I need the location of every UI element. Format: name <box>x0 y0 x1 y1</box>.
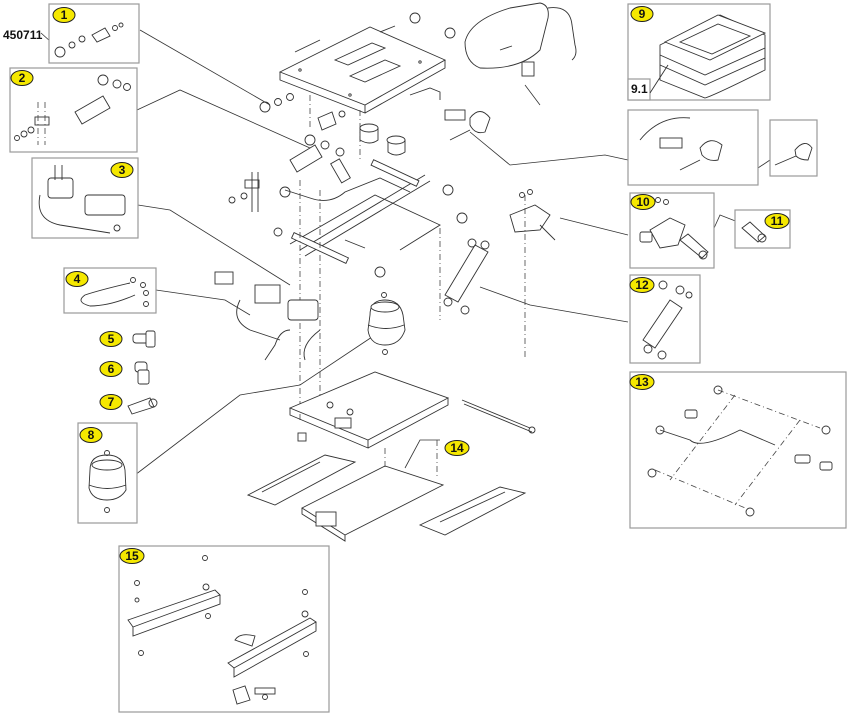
badge-label: 5 <box>108 332 115 346</box>
callout-badge-7[interactable]: 7 <box>99 394 123 410</box>
valve-assembly-upper <box>259 93 361 160</box>
height-valve-main <box>439 189 556 360</box>
leader-4 <box>155 289 251 316</box>
badge-label: 15 <box>125 549 139 563</box>
fitting-7 <box>127 397 158 415</box>
fitting-6 <box>134 361 150 385</box>
lever-valve <box>409 87 491 141</box>
sub-ref-label: 9.1 <box>631 82 648 96</box>
callout-badge-5[interactable]: 5 <box>99 331 123 347</box>
fitting-5 <box>132 330 156 348</box>
top-mounting-plate <box>278 12 456 114</box>
part-ref-label: 450711 <box>3 28 43 42</box>
badge-label: 12 <box>635 278 649 292</box>
leader-misc <box>469 131 629 166</box>
leader-lines <box>40 29 771 476</box>
leader-12 <box>479 286 629 323</box>
badge-label: 11 <box>771 214 784 228</box>
callout-badge-9[interactable]: 9 <box>630 6 654 22</box>
badge-label: 4 <box>74 272 81 286</box>
callout-box-11 <box>734 209 791 249</box>
badge-label: 7 <box>108 395 115 409</box>
scissor-frame-main <box>273 158 454 420</box>
callout-badge-11[interactable]: 11 <box>764 213 790 229</box>
leader-8 <box>134 334 376 476</box>
badge-label: 1 <box>61 8 68 22</box>
lower-frame <box>288 371 536 449</box>
badge-label: 13 <box>635 375 649 389</box>
leader-1 <box>139 29 271 106</box>
badge-label: 10 <box>636 195 650 209</box>
compressor-main <box>214 271 321 361</box>
air-spring-main <box>367 292 406 355</box>
rubber-bumpers <box>359 123 406 156</box>
callout-badge-1[interactable]: 1 <box>52 7 76 23</box>
damper-cylinder-main <box>228 134 345 212</box>
leader-3 <box>137 204 291 286</box>
badge-label: 2 <box>19 71 26 85</box>
badge-label: 6 <box>108 362 115 376</box>
callout-badge-12[interactable]: 12 <box>629 277 655 293</box>
callout-badge-2[interactable]: 2 <box>10 70 34 86</box>
callout-box-13 <box>629 371 847 529</box>
badge-label: 14 <box>450 441 464 455</box>
badge-label: 9 <box>639 7 646 21</box>
leader-14 <box>404 439 440 469</box>
callout-badge-13[interactable]: 13 <box>629 374 655 390</box>
main-assembly <box>214 2 577 542</box>
badge-label: 3 <box>119 163 126 177</box>
leader-10 <box>559 217 629 236</box>
callout-badge-4[interactable]: 4 <box>65 271 89 287</box>
base-plates <box>246 440 527 542</box>
callout-badge-6[interactable]: 6 <box>99 361 123 377</box>
callout-box-12 <box>629 274 701 364</box>
callout-badge-8[interactable]: 8 <box>79 427 103 443</box>
leader-2 <box>136 89 311 149</box>
armrest-cushion <box>464 2 577 77</box>
callout-badge-3[interactable]: 3 <box>110 162 134 178</box>
callout-badge-14[interactable]: 14 <box>444 440 470 456</box>
callout-badge-15[interactable]: 15 <box>119 548 145 564</box>
shock-absorber-main <box>443 212 490 315</box>
callout-box-15 <box>118 545 330 713</box>
callout-badge-10[interactable]: 10 <box>630 194 656 210</box>
badge-label: 8 <box>88 428 95 442</box>
callout-box-9 <box>627 3 771 101</box>
lever-tip-box <box>769 119 818 177</box>
leader-connector <box>524 84 541 106</box>
lever-box <box>627 109 759 186</box>
